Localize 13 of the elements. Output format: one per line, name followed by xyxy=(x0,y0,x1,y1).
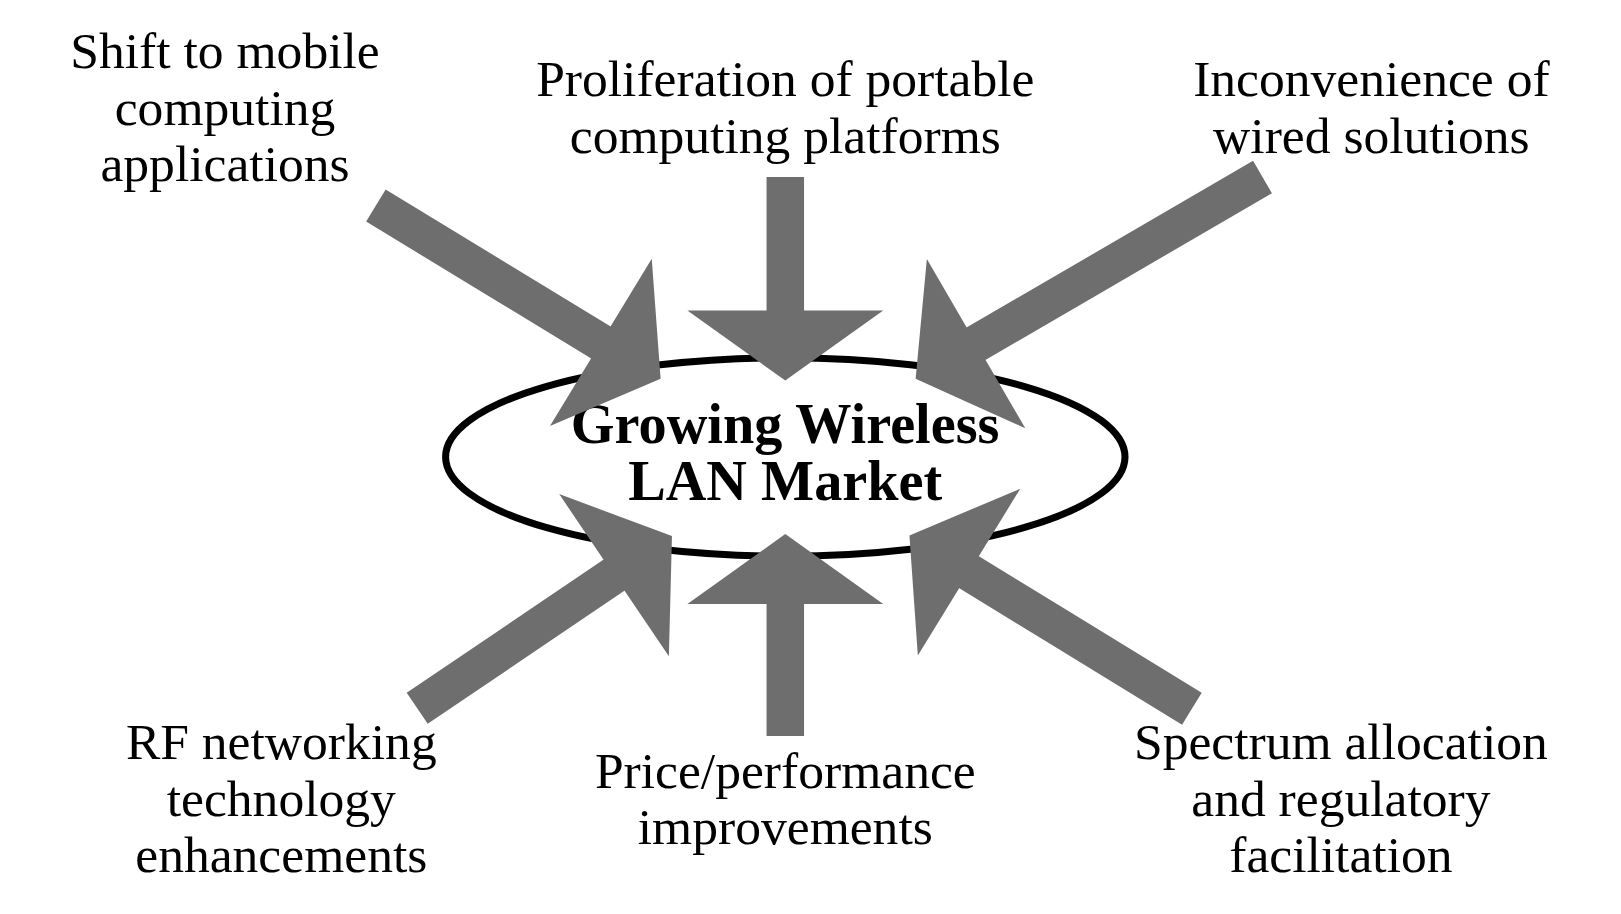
arrow xyxy=(909,488,1202,725)
arrow xyxy=(915,160,1272,429)
node-text: Price/performance improvements xyxy=(594,741,976,855)
node-text: Shift to mobile computing applications xyxy=(70,22,380,192)
node-text: Spectrum allocation and regulatory facilitation xyxy=(1133,713,1548,883)
node-text: RF networking technology enhancements xyxy=(125,713,437,883)
node-ellipse: Growing Wireless LAN Market xyxy=(442,354,1129,560)
arrow xyxy=(687,177,884,381)
node-text: Inconvenience of wired solutions xyxy=(1193,50,1550,164)
arrow xyxy=(687,534,884,736)
arrow xyxy=(406,494,672,724)
arrow xyxy=(366,189,661,427)
node-text: Proliferation of portable computing platforms xyxy=(536,50,1035,164)
